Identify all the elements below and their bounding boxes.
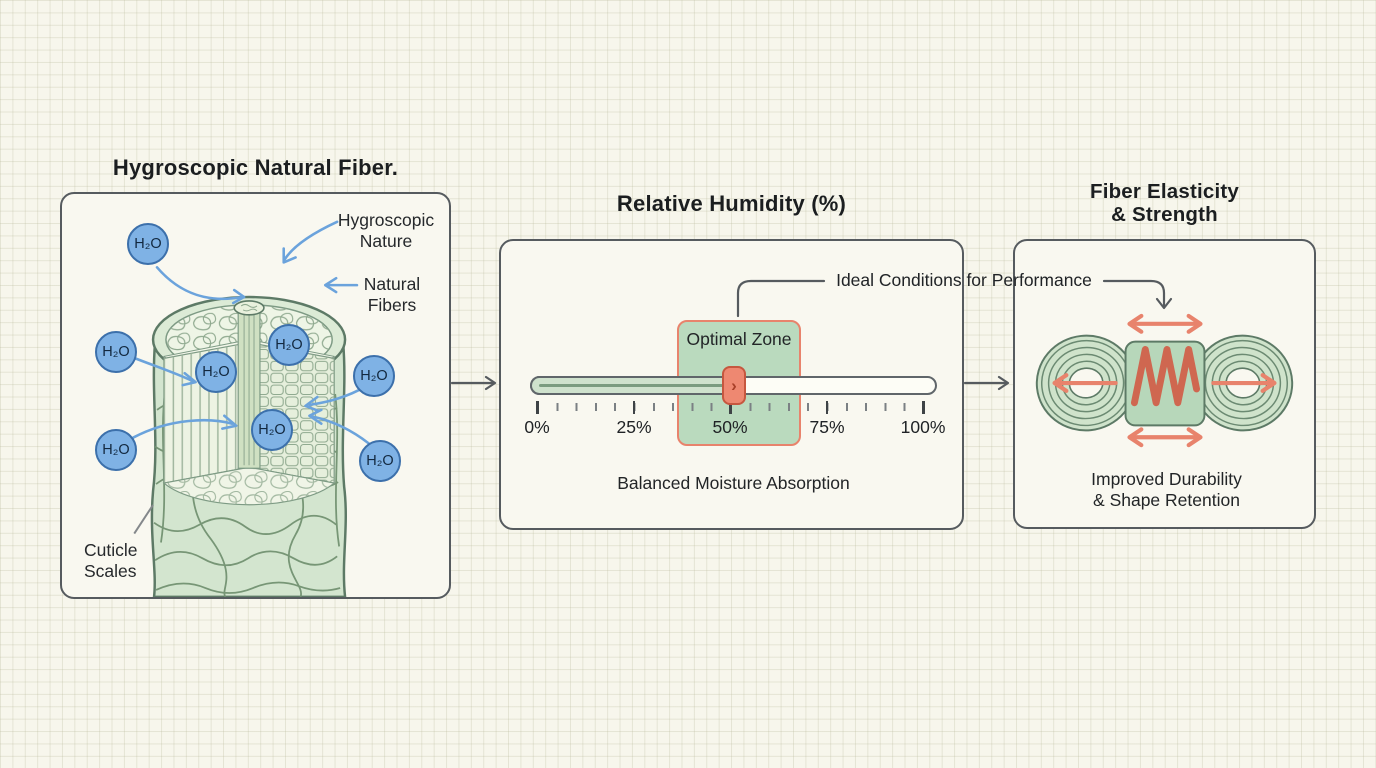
- humidity-slider-fill-line: [539, 384, 731, 387]
- h2o-molecule: H₂O: [359, 440, 401, 482]
- durability-caption: Improved Durability & Shape Retention: [1091, 469, 1242, 510]
- humidity-slider-panel: Optimal Zone 0% 25% 50% 75% 100% › Balan…: [499, 239, 964, 530]
- scale-label-25: 25%: [616, 417, 652, 437]
- h2o-molecule: H₂O: [251, 409, 293, 451]
- fiber-skein-illustration: [1035, 313, 1294, 448]
- scale-label-0: 0%: [524, 417, 550, 437]
- slider-minor-ticks: [537, 403, 926, 411]
- fiber-structure-panel: H₂O H₂O H₂O H₂O H₂O H₂O H₂O H₂O Hygrosco…: [60, 192, 451, 599]
- water-flow-arrows: [131, 220, 371, 445]
- h2o-molecule: H₂O: [353, 355, 395, 397]
- fiber-cross-section-illustration: [131, 220, 371, 597]
- label-cuticle-scales: Cuticle Scales: [84, 540, 138, 581]
- scale-label-75: 75%: [809, 417, 845, 437]
- slider-major-tick: [536, 401, 539, 414]
- chevron-right-icon: ›: [731, 375, 737, 395]
- slider-major-tick: [729, 401, 732, 414]
- h2o-molecule: H₂O: [95, 331, 137, 373]
- h2o-molecule: H₂O: [95, 429, 137, 471]
- scale-label-50: 50%: [712, 417, 748, 437]
- spring-coil-icon: [1130, 346, 1201, 407]
- stretch-arrows: [1052, 313, 1277, 448]
- scale-label-100: 100%: [900, 417, 946, 437]
- label-hygroscopic-nature: Hygroscopic Nature: [337, 210, 435, 251]
- h2o-molecule: H₂O: [268, 324, 310, 366]
- moisture-caption: Balanced Moisture Absorption: [617, 473, 850, 493]
- ideal-conditions-callout: Ideal Conditions for Performance: [836, 270, 1092, 290]
- slider-major-tick: [922, 401, 925, 414]
- right-panel-title: Fiber Elasticity & Strength: [1089, 180, 1240, 226]
- h2o-molecule: H₂O: [127, 223, 169, 265]
- slider-major-tick: [632, 401, 635, 414]
- h2o-molecule: H₂O: [195, 351, 237, 393]
- label-natural-fibers: Natural Fibers: [363, 274, 421, 315]
- slider-major-tick: [825, 401, 828, 414]
- middle-panel-title: Relative Humidity (%): [616, 191, 847, 216]
- cuticle-pointer-line: [133, 504, 154, 535]
- humidity-slider-handle[interactable]: ›: [722, 366, 746, 405]
- optimal-zone-label: Optimal Zone: [686, 329, 792, 349]
- left-panel-title: Hygroscopic Natural Fiber.: [112, 155, 399, 180]
